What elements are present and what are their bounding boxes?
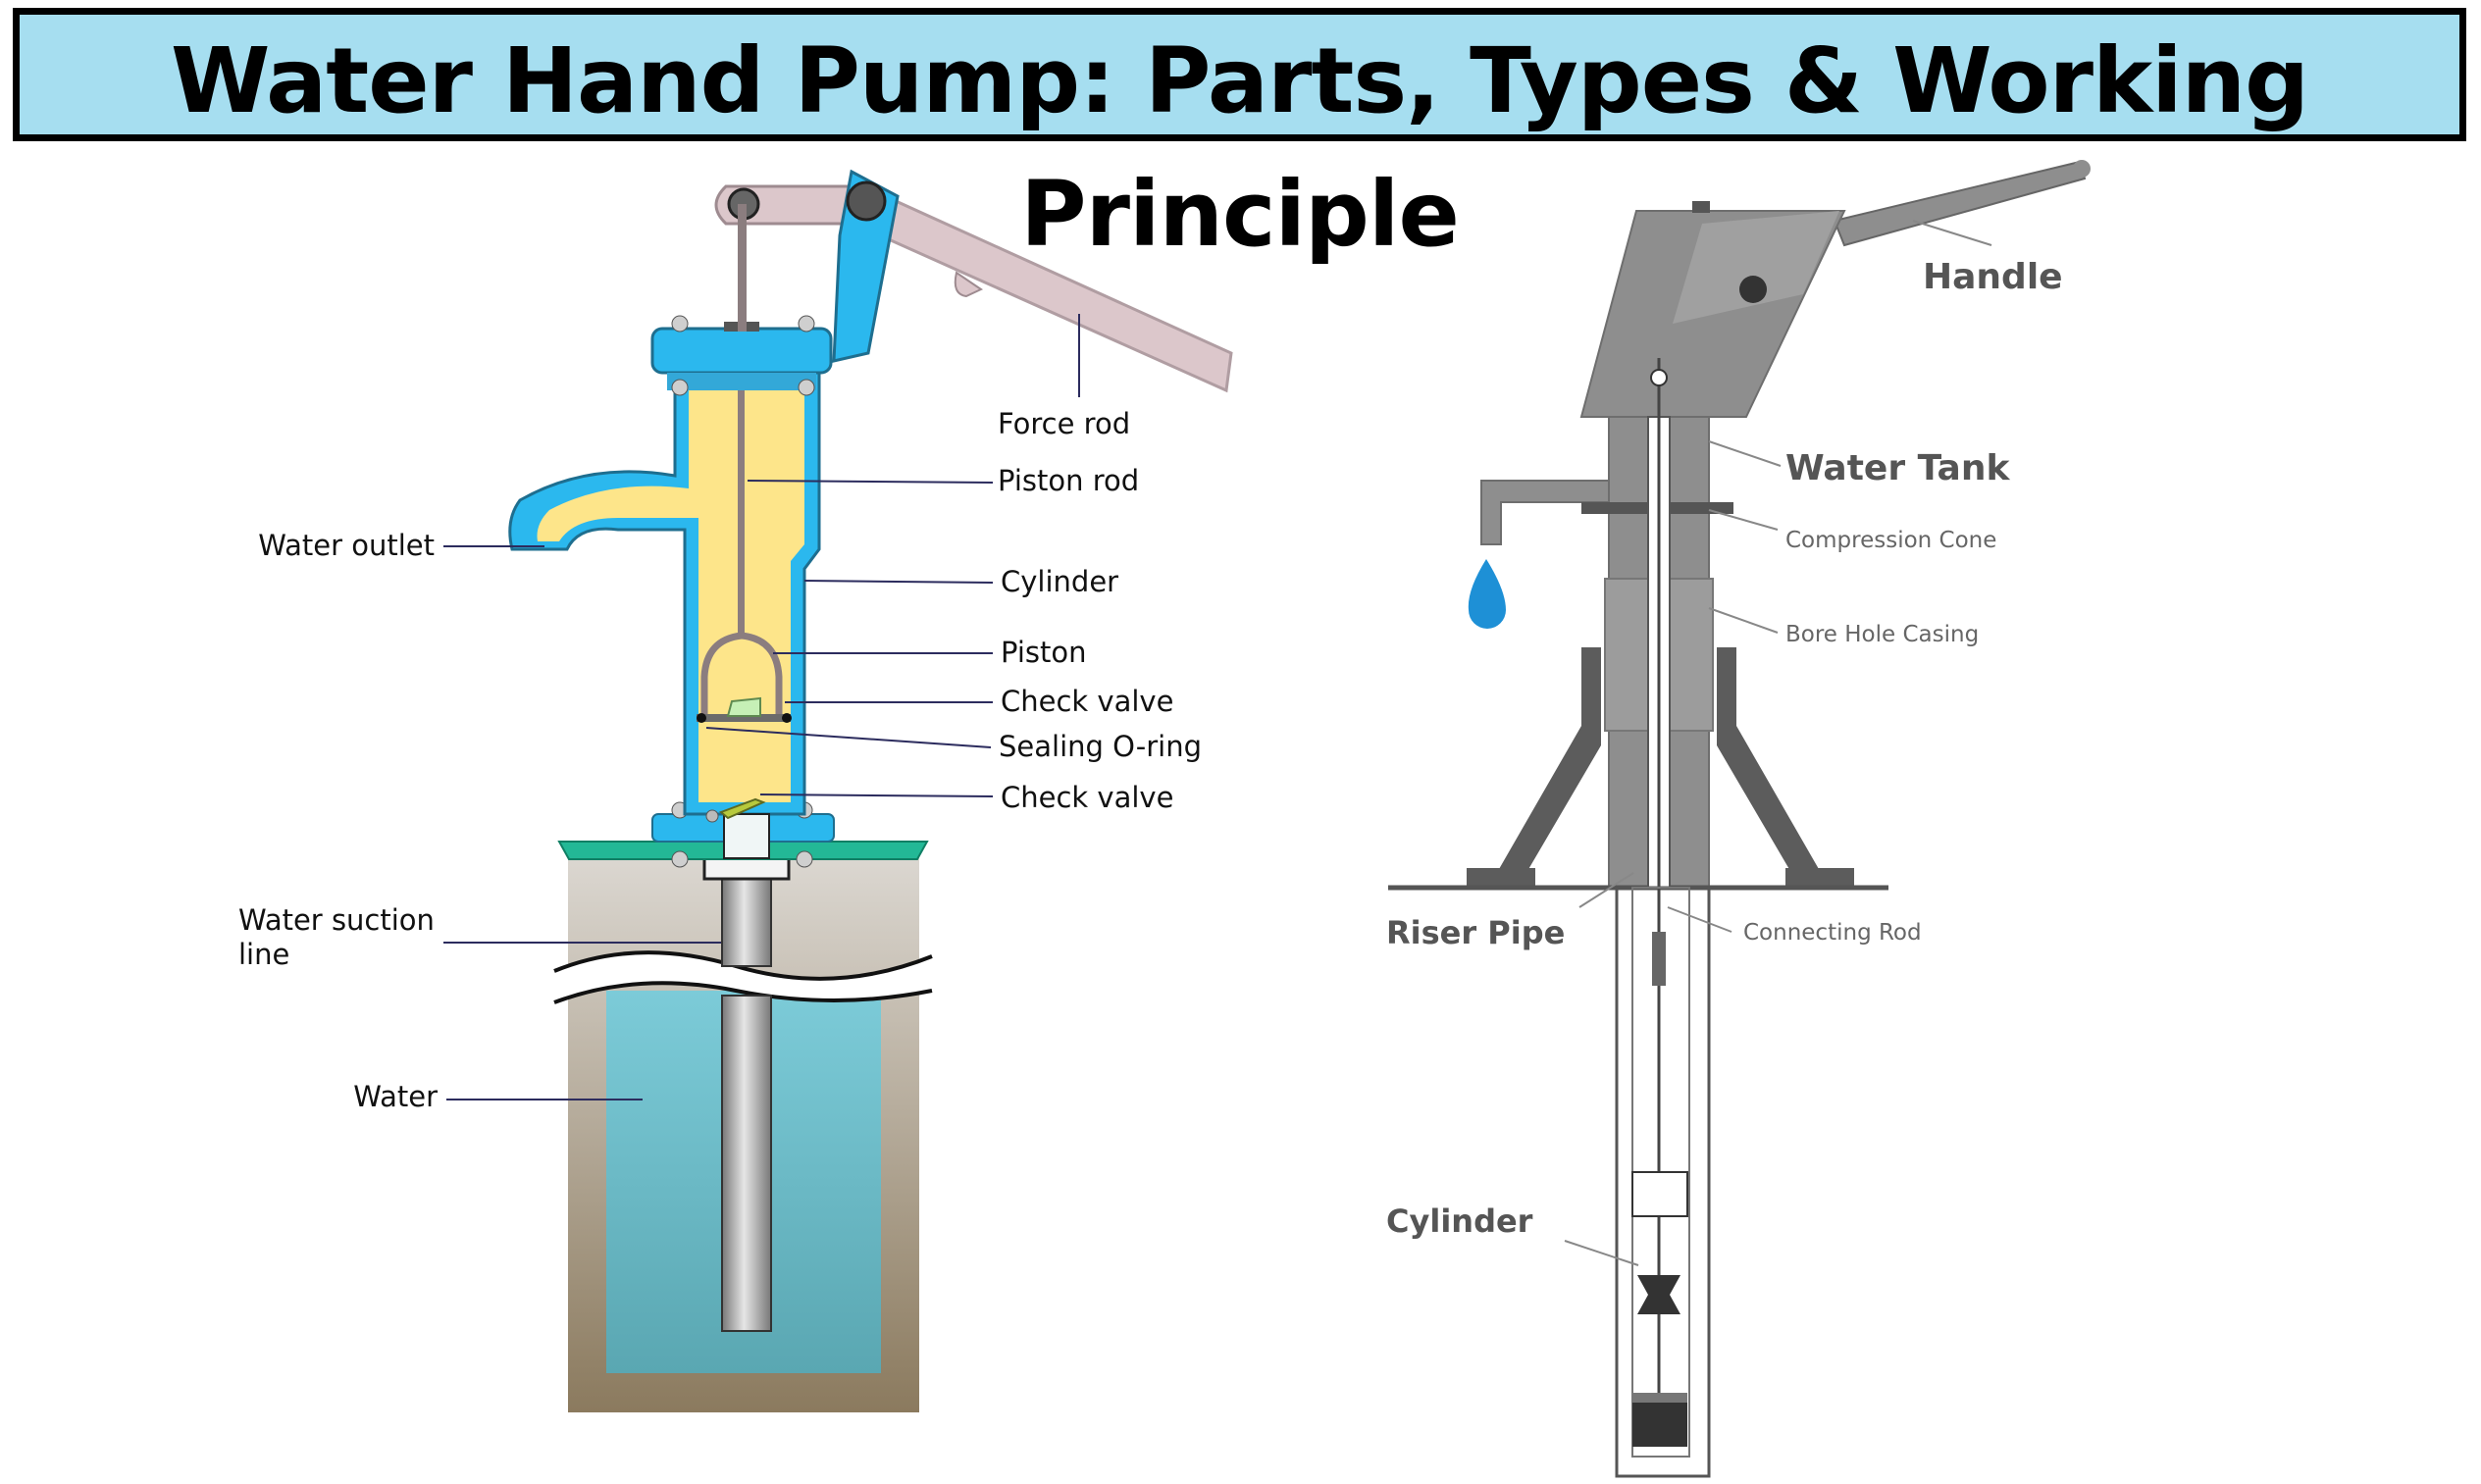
label-check-valve-upper: Check valve <box>1001 685 1173 718</box>
pump-body <box>508 315 833 816</box>
label-piston-rod: Piston rod <box>998 464 1139 497</box>
water-drop <box>1468 559 1506 629</box>
top-flange <box>650 327 833 375</box>
left-leg <box>1491 647 1601 883</box>
label-suction-line-2: line <box>238 938 289 971</box>
label-water-tank: Water Tank <box>1785 448 2010 488</box>
page-title: Water Hand Pump: Parts, Types & Working … <box>170 28 2309 267</box>
pump-cylinder <box>1631 1171 1688 1217</box>
right-leader-lines <box>1564 220 1992 1266</box>
suction-pipe <box>702 853 791 1332</box>
handle-bar <box>1833 160 2087 247</box>
lever-handle <box>714 169 1233 393</box>
label-cylinder-right: Cylinder <box>1386 1203 1533 1240</box>
label-piston: Piston <box>1001 636 1087 669</box>
label-water: Water <box>353 1080 438 1113</box>
label-sealing-oring: Sealing O-ring <box>999 730 1202 763</box>
label-connecting-rod: Connecting Rod <box>1743 920 1922 946</box>
label-check-valve-lower: Check valve <box>1001 781 1173 814</box>
left-leader-lines <box>443 314 1080 1100</box>
label-compression-cone: Compression Cone <box>1785 528 1996 553</box>
lower-check-valve <box>705 797 770 859</box>
piston-rod <box>738 390 745 636</box>
right-pump-diagram: Handle Water Tank Compression Cone Bore … <box>1386 160 2091 1478</box>
label-riser-pipe: Riser Pipe <box>1386 914 1565 951</box>
label-water-outlet: Water outlet <box>258 529 435 562</box>
left-pump-diagram: Force rod Piston rod Water outlet Cylind… <box>238 169 1233 1412</box>
label-bore-hole-casing: Bore Hole Casing <box>1785 622 1979 647</box>
title-banner: Water Hand Pump: Parts, Types & Working … <box>13 8 2466 267</box>
label-handle: Handle <box>1923 257 2063 297</box>
right-leg <box>1717 647 1827 883</box>
label-cylinder: Cylinder <box>1001 565 1118 598</box>
piston <box>697 632 792 723</box>
label-suction-line-1: Water suction <box>238 903 435 937</box>
label-force-rod: Force rod <box>998 407 1130 440</box>
